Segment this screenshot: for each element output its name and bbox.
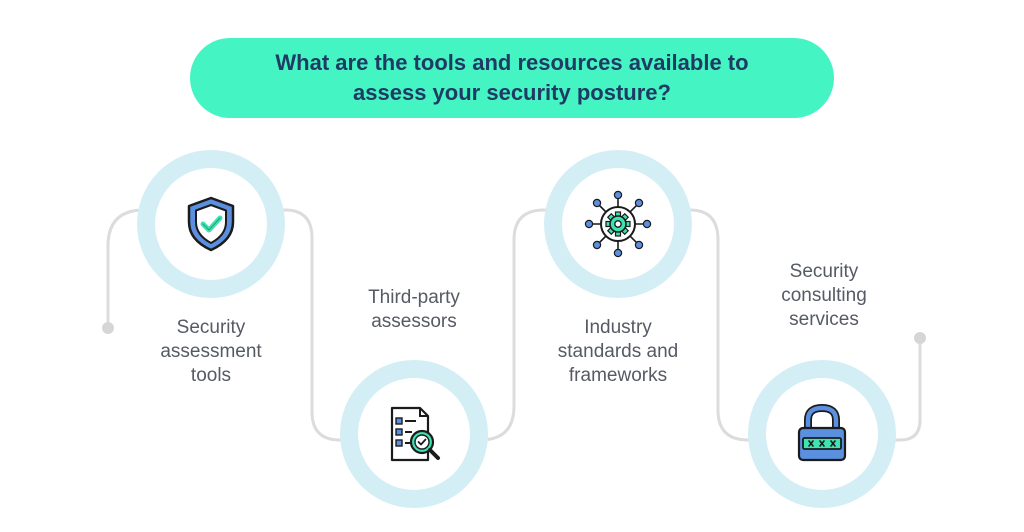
- title-banner: What are the tools and resources availab…: [190, 38, 834, 118]
- step-4-circle: [748, 360, 896, 508]
- title-line-1: What are the tools and resources availab…: [275, 50, 749, 75]
- document-search-icon: [390, 406, 440, 462]
- step-3-circle: [544, 150, 692, 298]
- step-2-label-line: Third-party: [368, 287, 460, 308]
- step-3-label-line: standards and: [557, 341, 679, 362]
- title-line-2: assess your security posture?: [353, 80, 671, 105]
- step-4-label-line: services: [789, 309, 859, 330]
- shield-check-icon: [187, 196, 235, 252]
- step-1-circle: [137, 150, 285, 298]
- page-title: What are the tools and resources availab…: [212, 48, 812, 108]
- step-4-label-line: Security: [789, 261, 859, 282]
- path-end-dot: [914, 332, 926, 344]
- step-2-circle: [340, 360, 488, 508]
- step-1-label: Security assessment tools: [121, 316, 301, 388]
- step-2-label-line: assessors: [371, 311, 457, 332]
- step-3-label-line: Industry: [584, 317, 652, 338]
- step-3-label-line: frameworks: [568, 365, 668, 386]
- padlock-password-icon: [797, 403, 847, 462]
- gear-network-icon: [584, 190, 652, 258]
- step-2-label: Third-party assessors: [324, 286, 504, 334]
- step-1-label-line: Security: [176, 317, 246, 338]
- step-4-label-line: consulting: [781, 285, 867, 306]
- path-start-dot: [102, 322, 114, 334]
- step-1-label-line: tools: [190, 365, 232, 386]
- step-1-label-line: assessment: [160, 341, 262, 362]
- step-3-label: Industry standards and frameworks: [528, 316, 708, 388]
- step-4-label: Security consulting services: [734, 260, 914, 332]
